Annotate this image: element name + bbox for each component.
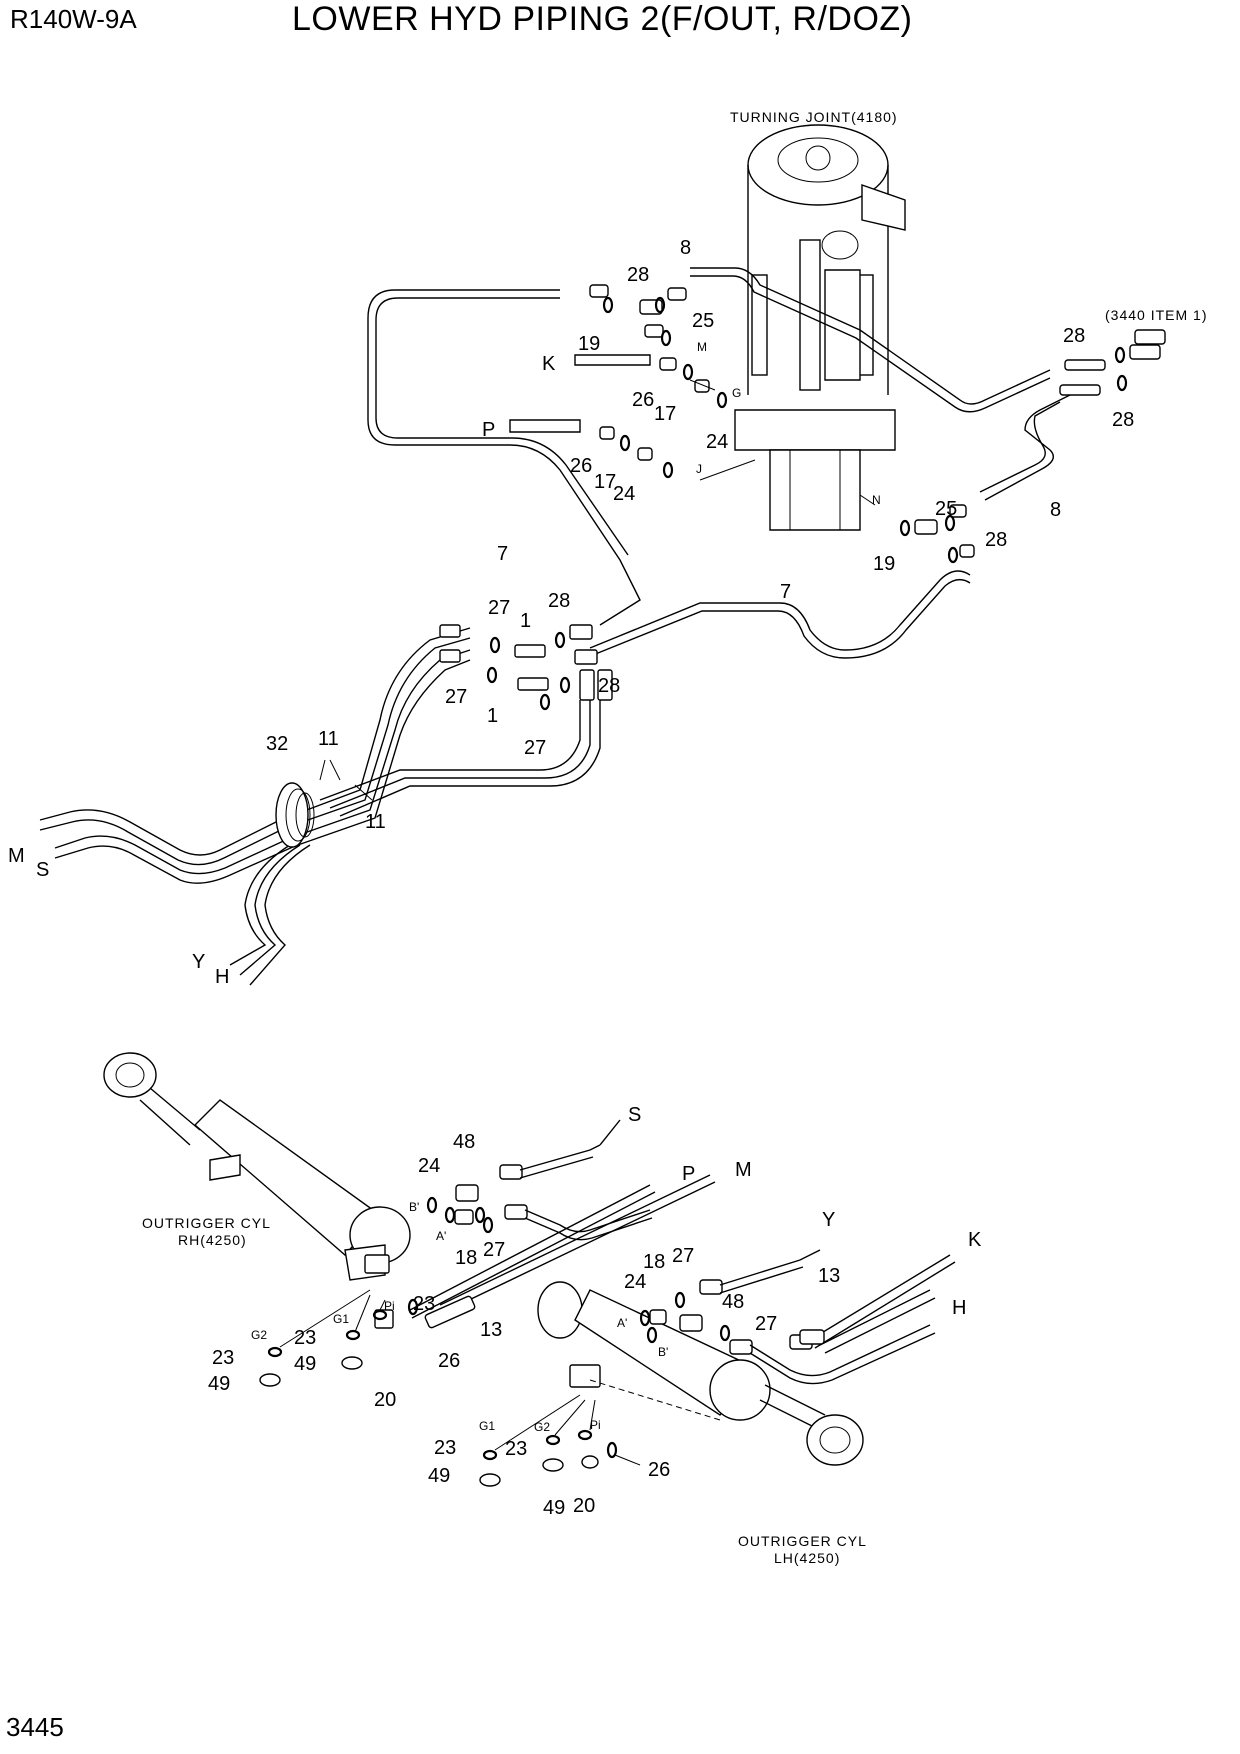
page-title: LOWER HYD PIPING 2(F/OUT, R/DOZ) <box>292 0 913 38</box>
callout: 27 <box>488 597 510 619</box>
port-letters: K P M S Y H S P M Y K H <box>8 353 982 1319</box>
port-mark: G1 <box>333 1312 349 1326</box>
callout: 28 <box>1112 409 1134 431</box>
callout: 8 <box>680 237 691 259</box>
callout: 23 <box>294 1327 316 1349</box>
callout: 27 <box>672 1245 694 1267</box>
callout: 49 <box>543 1497 565 1519</box>
port-letter-k2: K <box>968 1229 982 1251</box>
outrigger-cyl-lh <box>479 1249 956 1487</box>
caption-cyl-rh-line2: RH(4250) <box>178 1232 247 1248</box>
callout: 28 <box>985 529 1007 551</box>
callout: 26 <box>570 455 592 477</box>
callout: 27 <box>524 737 546 759</box>
port-mark: A' <box>617 1316 627 1330</box>
callout: 24 <box>706 431 728 453</box>
callout: 24 <box>613 483 635 505</box>
callout: 1 <box>520 610 531 632</box>
callout: 18 <box>643 1251 665 1273</box>
port-mark: A' <box>436 1229 446 1243</box>
upper-pipes <box>367 267 1166 659</box>
callout: 1 <box>487 705 498 727</box>
callout: 48 <box>722 1291 744 1313</box>
callout: 13 <box>480 1319 502 1341</box>
callout: 28 <box>598 675 620 697</box>
port-letter-m: M <box>8 845 25 867</box>
callout: 48 <box>453 1131 475 1153</box>
caption-turning-joint: TURNING JOINT(4180) <box>730 109 898 125</box>
callout: 11 <box>365 811 386 833</box>
port-mark: N <box>872 493 881 507</box>
pipe-bundle <box>39 624 613 986</box>
callout: 27 <box>483 1239 505 1261</box>
callout: 13 <box>818 1265 840 1287</box>
port-mark: Pi <box>384 1299 395 1313</box>
caption-reference: (3440 ITEM 1) <box>1105 307 1207 323</box>
port-mark: Pi <box>590 1418 601 1432</box>
callout: 28 <box>1063 325 1085 347</box>
callout: 7 <box>780 581 791 603</box>
port-mark: G2 <box>534 1420 550 1434</box>
callout: 23 <box>505 1438 527 1460</box>
part-callouts: 28 8 25 19 26 17 24 26 17 24 28 28 25 8 … <box>208 237 1134 1519</box>
port-mark: G1 <box>479 1419 495 1433</box>
callout: 7 <box>497 543 508 565</box>
port-letter-h2: H <box>952 1297 966 1319</box>
port-letter-s: S <box>36 859 49 881</box>
callout: 26 <box>632 389 654 411</box>
callout: 27 <box>445 686 467 708</box>
callout: 49 <box>208 1373 230 1395</box>
callout: 24 <box>624 1271 646 1293</box>
callout: 20 <box>573 1495 595 1517</box>
callout: 8 <box>1050 499 1061 521</box>
port-marks: M G J N B' A' A' B' G1 G2 Pi G1 G2 Pi <box>251 340 881 1434</box>
callout: 23 <box>434 1437 456 1459</box>
callout: 28 <box>548 590 570 612</box>
callout: 18 <box>455 1247 477 1269</box>
outrigger-cyl-rh <box>103 1052 716 1387</box>
callout: 19 <box>873 553 895 575</box>
port-mark: B' <box>658 1345 668 1359</box>
callout: 20 <box>374 1389 396 1411</box>
callout: 25 <box>692 310 714 332</box>
model-number: R140W-9A <box>10 4 137 34</box>
port-mark: B' <box>409 1200 419 1214</box>
port-mark: J <box>696 462 702 476</box>
callout: 32 <box>266 733 288 755</box>
port-letter-m2: M <box>735 1159 752 1181</box>
callout: 49 <box>294 1353 316 1375</box>
port-letter-h: H <box>215 966 229 988</box>
callout: 23 <box>413 1293 435 1315</box>
callout: 24 <box>418 1155 440 1177</box>
callout: 26 <box>648 1459 670 1481</box>
port-letter-y: Y <box>192 951 205 973</box>
callout: 11 <box>318 728 339 750</box>
page-number: 3445 <box>6 1712 64 1742</box>
callout: 26 <box>438 1350 460 1372</box>
port-letter-p: P <box>482 419 495 441</box>
turning-joint <box>734 124 906 531</box>
port-letter-p2: P <box>682 1163 695 1185</box>
port-letter-k: K <box>542 353 556 375</box>
callout: 19 <box>578 333 600 355</box>
callout: 17 <box>654 403 676 425</box>
caption-cyl-lh-line1: OUTRIGGER CYL <box>738 1533 867 1549</box>
port-letter-y2: Y <box>822 1209 835 1231</box>
port-mark: M <box>697 340 707 354</box>
callout: 27 <box>755 1313 777 1335</box>
port-mark: G <box>732 386 741 400</box>
callout: 17 <box>594 471 616 493</box>
port-letter-s2: S <box>628 1104 641 1126</box>
callout: 49 <box>428 1465 450 1487</box>
caption-cyl-lh-line2: LH(4250) <box>774 1550 840 1566</box>
caption-cyl-rh-line1: OUTRIGGER CYL <box>142 1215 271 1231</box>
callout: 23 <box>212 1347 234 1369</box>
callout: 28 <box>627 264 649 286</box>
callout: 25 <box>935 498 957 520</box>
port-mark: G2 <box>251 1328 267 1342</box>
